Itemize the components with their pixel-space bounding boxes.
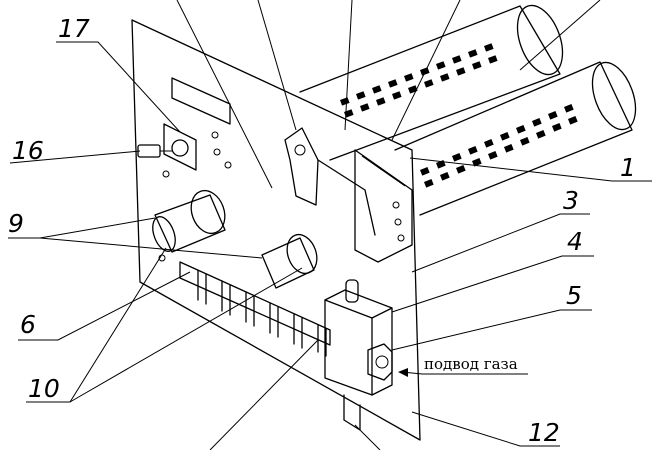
label-10: 10 [28,374,60,403]
gas-inlet-label: подвод газа [424,355,518,373]
label-5: 5 [566,281,582,310]
side-frame [354,149,413,263]
nozzles [197,269,327,357]
mounting-panel [131,19,421,441]
label-9: 9 [8,209,24,238]
bracket [284,127,376,236]
gas-inlet-nut [367,343,393,381]
burner-tubes [299,4,637,216]
pilot-burners [152,189,318,289]
label-3: 3 [563,186,579,215]
callout-labels: 17 16 9 6 10 1 3 4 5 12 подвод газа [8,14,636,447]
burner-tube-upper [299,4,564,161]
label-6: 6 [20,310,36,339]
gas-valve [324,279,393,431]
burner-tube-lower [394,61,637,216]
label-4: 4 [567,227,583,256]
label-17: 17 [58,14,90,43]
label-1: 1 [620,153,636,182]
thermocouple-fitting [137,123,197,171]
label-12: 12 [528,418,560,447]
nameplate [171,77,231,125]
nozzle-manifold [179,261,331,357]
leader-lines [8,0,652,450]
